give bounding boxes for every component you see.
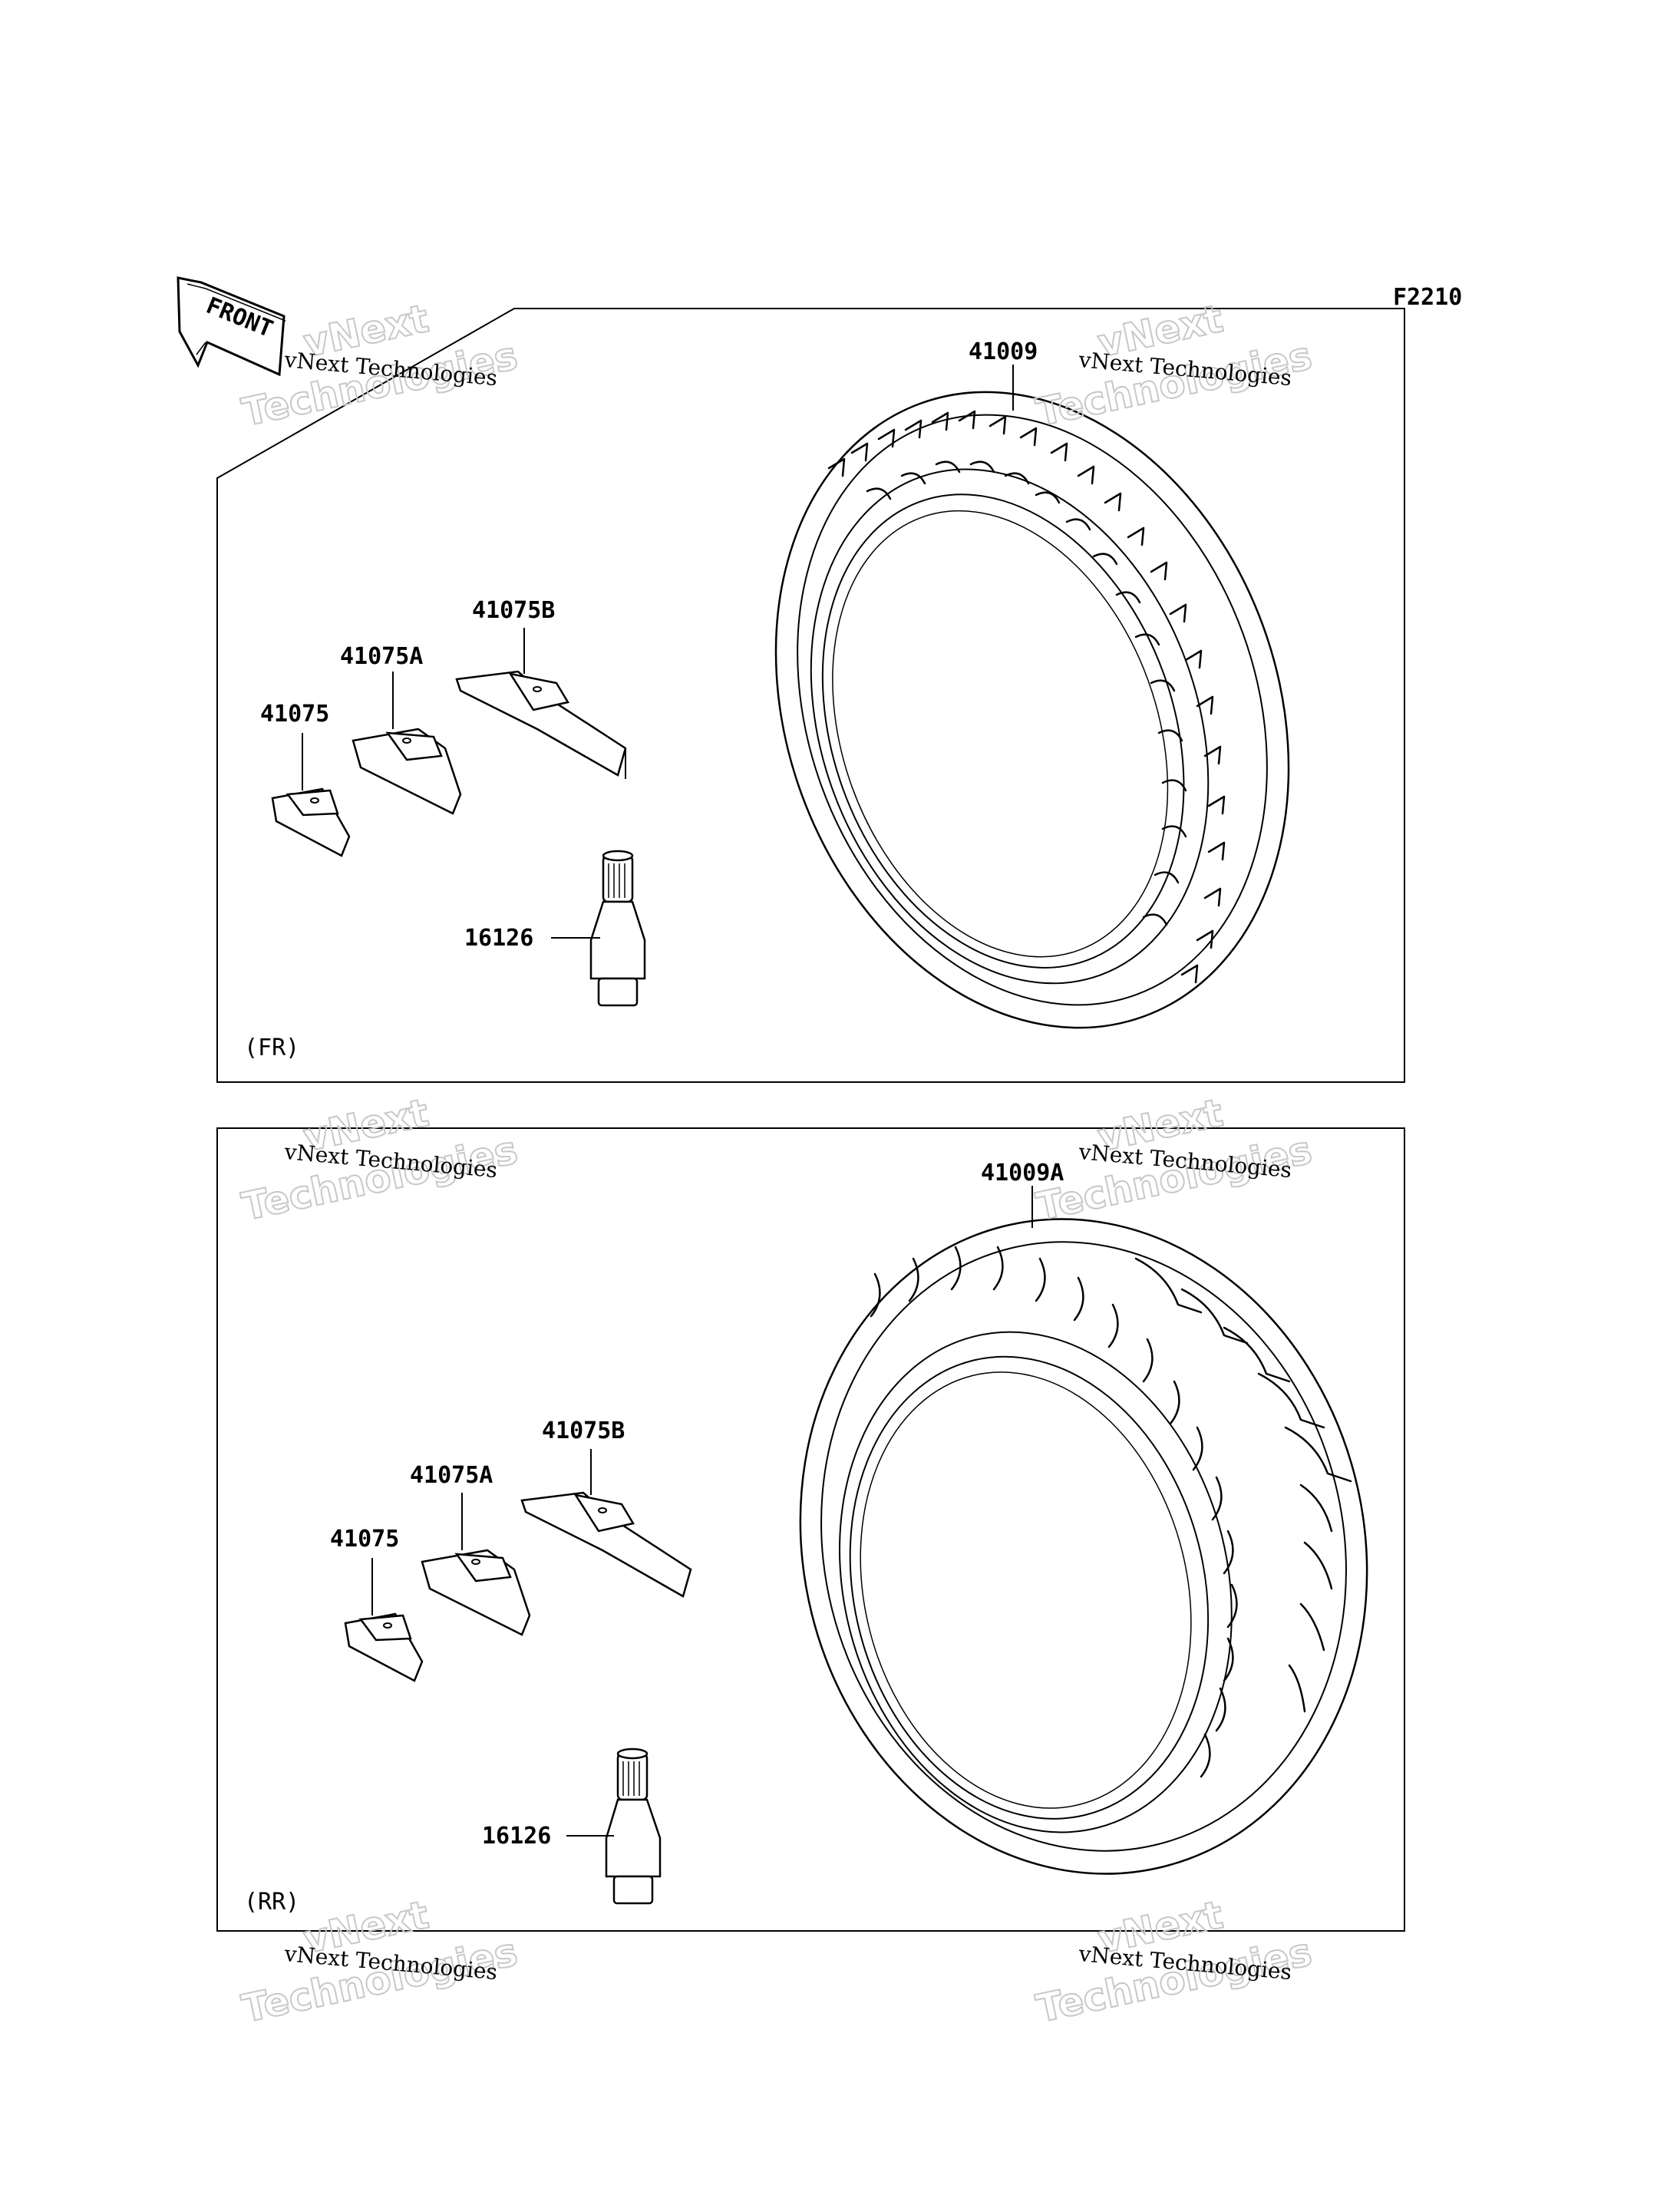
rear-weight-medium (421, 1549, 531, 1636)
watermark-mid-left: vNext Technologies vNext Technologies (237, 1090, 522, 1230)
rear-weight-large-part-number: 41075B (542, 1417, 625, 1444)
panel-front-border (216, 308, 1405, 1083)
front-valve-part-number: 16126 (464, 925, 533, 952)
front-weight-medium (352, 728, 462, 815)
figure-code: F2210 (1393, 284, 1462, 311)
front-arrow-icon: FRONT (177, 276, 286, 377)
front-tire-part-number: 41009 (969, 338, 1038, 365)
front-section-label: (FR) (244, 1035, 299, 1061)
front-weight-small (271, 787, 351, 857)
rear-weight-small-part-number: 41075 (330, 1526, 399, 1553)
front-tire-tread (827, 410, 1226, 984)
front-valve-stem (589, 850, 646, 1007)
rear-section-label: (RR) (244, 1889, 299, 1916)
rear-weight-small (344, 1612, 424, 1682)
front-weight-small-part-number: 41075 (260, 701, 329, 728)
rear-valve-part-number: 16126 (482, 1823, 551, 1850)
front-weight-medium-part-number: 41075A (340, 643, 423, 670)
watermark-mid-right: vNext Technologies vNext Technologies (1031, 1090, 1316, 1230)
watermark-top-right: vNext Technologies vNext Technologies (1031, 295, 1316, 436)
watermark-bottom-right: vNext Technologies vNext Technologies (1031, 1892, 1316, 2032)
rear-tire (799, 1218, 1368, 1875)
panel-rear-border (216, 1127, 1405, 1932)
panel-front: 41009 41075B 41075A 41075 (216, 308, 1405, 1083)
rear-weight-medium-part-number: 41075A (410, 1462, 493, 1489)
panel-rear: 41009A 41075B 41075A 41075 (216, 1127, 1405, 1932)
front-weight-large-part-number: 41075B (472, 597, 555, 624)
front-weight-large (455, 670, 627, 779)
front-tire (774, 391, 1290, 1029)
rear-valve-stem (605, 1748, 662, 1905)
rear-tire-part-number: 41009A (981, 1160, 1064, 1186)
rear-tire-tread (870, 1246, 1352, 1778)
rear-weight-large (520, 1491, 692, 1598)
